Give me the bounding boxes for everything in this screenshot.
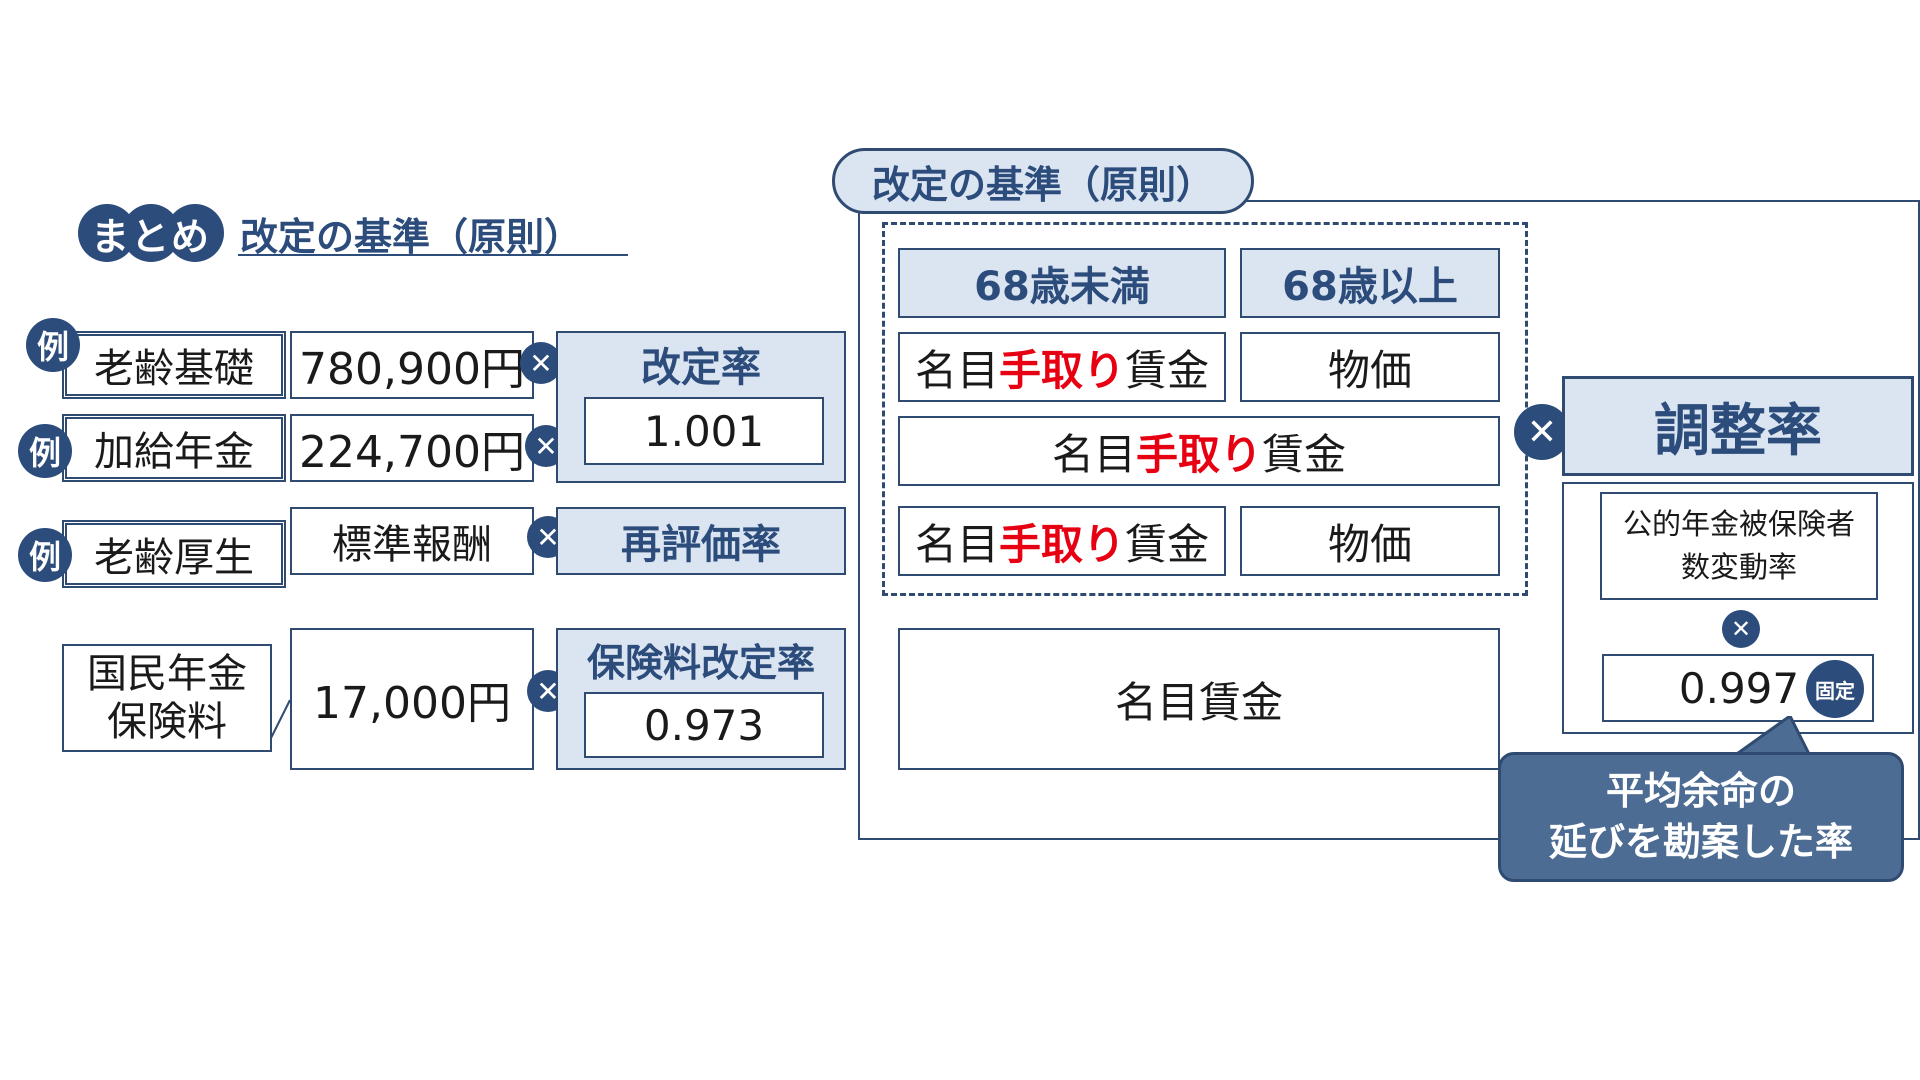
fixed-badge: 固定 — [1806, 660, 1864, 718]
label-text: 老齢基礎 — [94, 346, 254, 392]
nominal-text: 名目 — [914, 519, 999, 569]
example-badge-text: 例 — [28, 434, 61, 472]
adjustment-rate-header: 調整率 — [1562, 376, 1914, 476]
wage-text: 賃金 — [1125, 519, 1210, 569]
times-text: ✕ — [534, 429, 558, 463]
value-standard-remuneration: 標準報酬 — [290, 507, 534, 575]
callout-tail — [1731, 716, 1812, 756]
value-premium: 17,000円 — [290, 628, 534, 770]
factor-line1: 公的年金被保険者 — [1622, 506, 1855, 541]
life-expectancy-rate: 0.997 固定 — [1602, 654, 1874, 722]
times-text: ✕ — [529, 346, 553, 380]
col-over-68: 68歳以上 — [1240, 248, 1500, 318]
premium-rate-value: 0.973 — [584, 692, 824, 758]
takehome-text: 手取り — [998, 519, 1125, 569]
label-old-age-employees: 老齢厚生 — [62, 520, 286, 588]
col-text: 68歳以上 — [1282, 264, 1458, 310]
takehome-text: 手取り — [1135, 429, 1262, 479]
times-text: ✕ — [536, 520, 560, 554]
revision-rate-panel: 改定率 1.001 — [556, 331, 846, 483]
example-badge: 例 — [18, 424, 72, 478]
cell-nominal-takehome-wage: 名目手取り賃金 — [898, 332, 1226, 402]
times-text: ✕ — [1526, 411, 1558, 453]
value-text: 17,000円 — [313, 678, 511, 729]
premium-rate-panel: 保険料改定率 0.973 — [556, 628, 846, 770]
summary-badge-text: まとめ — [90, 214, 211, 259]
summary-underline — [238, 254, 628, 256]
callout-line2: 延びを勘案した率 — [1548, 820, 1853, 864]
nominal-text: 名目 — [914, 345, 999, 395]
example-badge-text: 例 — [28, 538, 61, 576]
cell-nominal-takehome-wage-wide: 名目手取り賃金 — [898, 416, 1500, 486]
col-under-68: 68歳未満 — [898, 248, 1226, 318]
revaluation-rate-box: 再評価率 — [556, 507, 846, 575]
summary-badge: まとめ — [76, 202, 226, 264]
adjustment-header-text: 調整率 — [1654, 398, 1822, 464]
label-line2: 保険料 — [107, 699, 227, 745]
times-icon: ✕ — [1514, 404, 1570, 460]
times-icon: ✕ — [520, 342, 562, 384]
example-badge-text: 例 — [36, 328, 69, 366]
times-icon: ✕ — [1722, 610, 1760, 648]
value-text: 780,900円 — [299, 344, 525, 395]
callout-pointer — [270, 699, 291, 741]
badge-shape — [78, 204, 224, 262]
value-text: 0.973 — [643, 700, 765, 750]
value-text: 224,700円 — [299, 427, 525, 478]
value-spousal-addition: 224,700円 — [290, 414, 534, 482]
revaluation-rate-text: 再評価率 — [621, 522, 781, 568]
label-text: 加給年金 — [94, 429, 254, 475]
insured-change-rate: 公的年金被保険者 数変動率 — [1600, 492, 1878, 600]
summary-title: 改定の基準（原則） — [240, 215, 583, 259]
life-expectancy-callout: 平均余命の 延びを勘案した率 — [1498, 752, 1904, 882]
label-text: 老齢厚生 — [94, 535, 254, 581]
factor-line2: 数変動率 — [1680, 550, 1797, 584]
value-text: 標準報酬 — [332, 522, 492, 568]
standard-tab-text: 改定の基準（原則） — [871, 162, 1214, 207]
times-text: ✕ — [536, 674, 560, 708]
revision-rate-header: 改定率 — [641, 345, 761, 391]
fixed-value: 0.997 — [1678, 663, 1800, 713]
wage-text: 賃金 — [1262, 429, 1347, 479]
label-line1: 国民年金 — [87, 651, 247, 697]
takehome-text: 手取り — [998, 345, 1125, 395]
example-badge: 例 — [18, 528, 72, 582]
cell-nominal-wage: 名目賃金 — [898, 628, 1500, 770]
prices-text: 物価 — [1327, 519, 1412, 569]
nominal-wage-text: 名目賃金 — [1114, 677, 1283, 727]
wage-text: 賃金 — [1125, 345, 1210, 395]
standard-tab: 改定の基準（原則） — [832, 148, 1254, 214]
revision-rate-value: 1.001 — [584, 397, 824, 465]
callout-line1: 平均余命の — [1605, 768, 1796, 813]
value-text: 1.001 — [643, 406, 765, 456]
label-spousal-addition: 加給年金 — [62, 414, 286, 482]
times-text: ✕ — [1730, 615, 1752, 643]
label-national-pension-premium: 国民年金 保険料 — [62, 644, 272, 752]
premium-rate-header: 保険料改定率 — [586, 640, 815, 685]
label-old-age-basic: 老齢基礎 — [62, 331, 286, 399]
cell-nominal-takehome-wage: 名目手取り賃金 — [898, 506, 1226, 576]
example-badge: 例 — [26, 318, 80, 372]
nominal-text: 名目 — [1051, 429, 1136, 479]
cell-prices: 物価 — [1240, 332, 1500, 402]
cell-prices: 物価 — [1240, 506, 1500, 576]
col-text: 68歳未満 — [974, 264, 1150, 310]
value-old-age-basic: 780,900円 — [290, 331, 534, 399]
prices-text: 物価 — [1327, 345, 1412, 395]
fixed-badge-text: 固定 — [1815, 678, 1855, 703]
